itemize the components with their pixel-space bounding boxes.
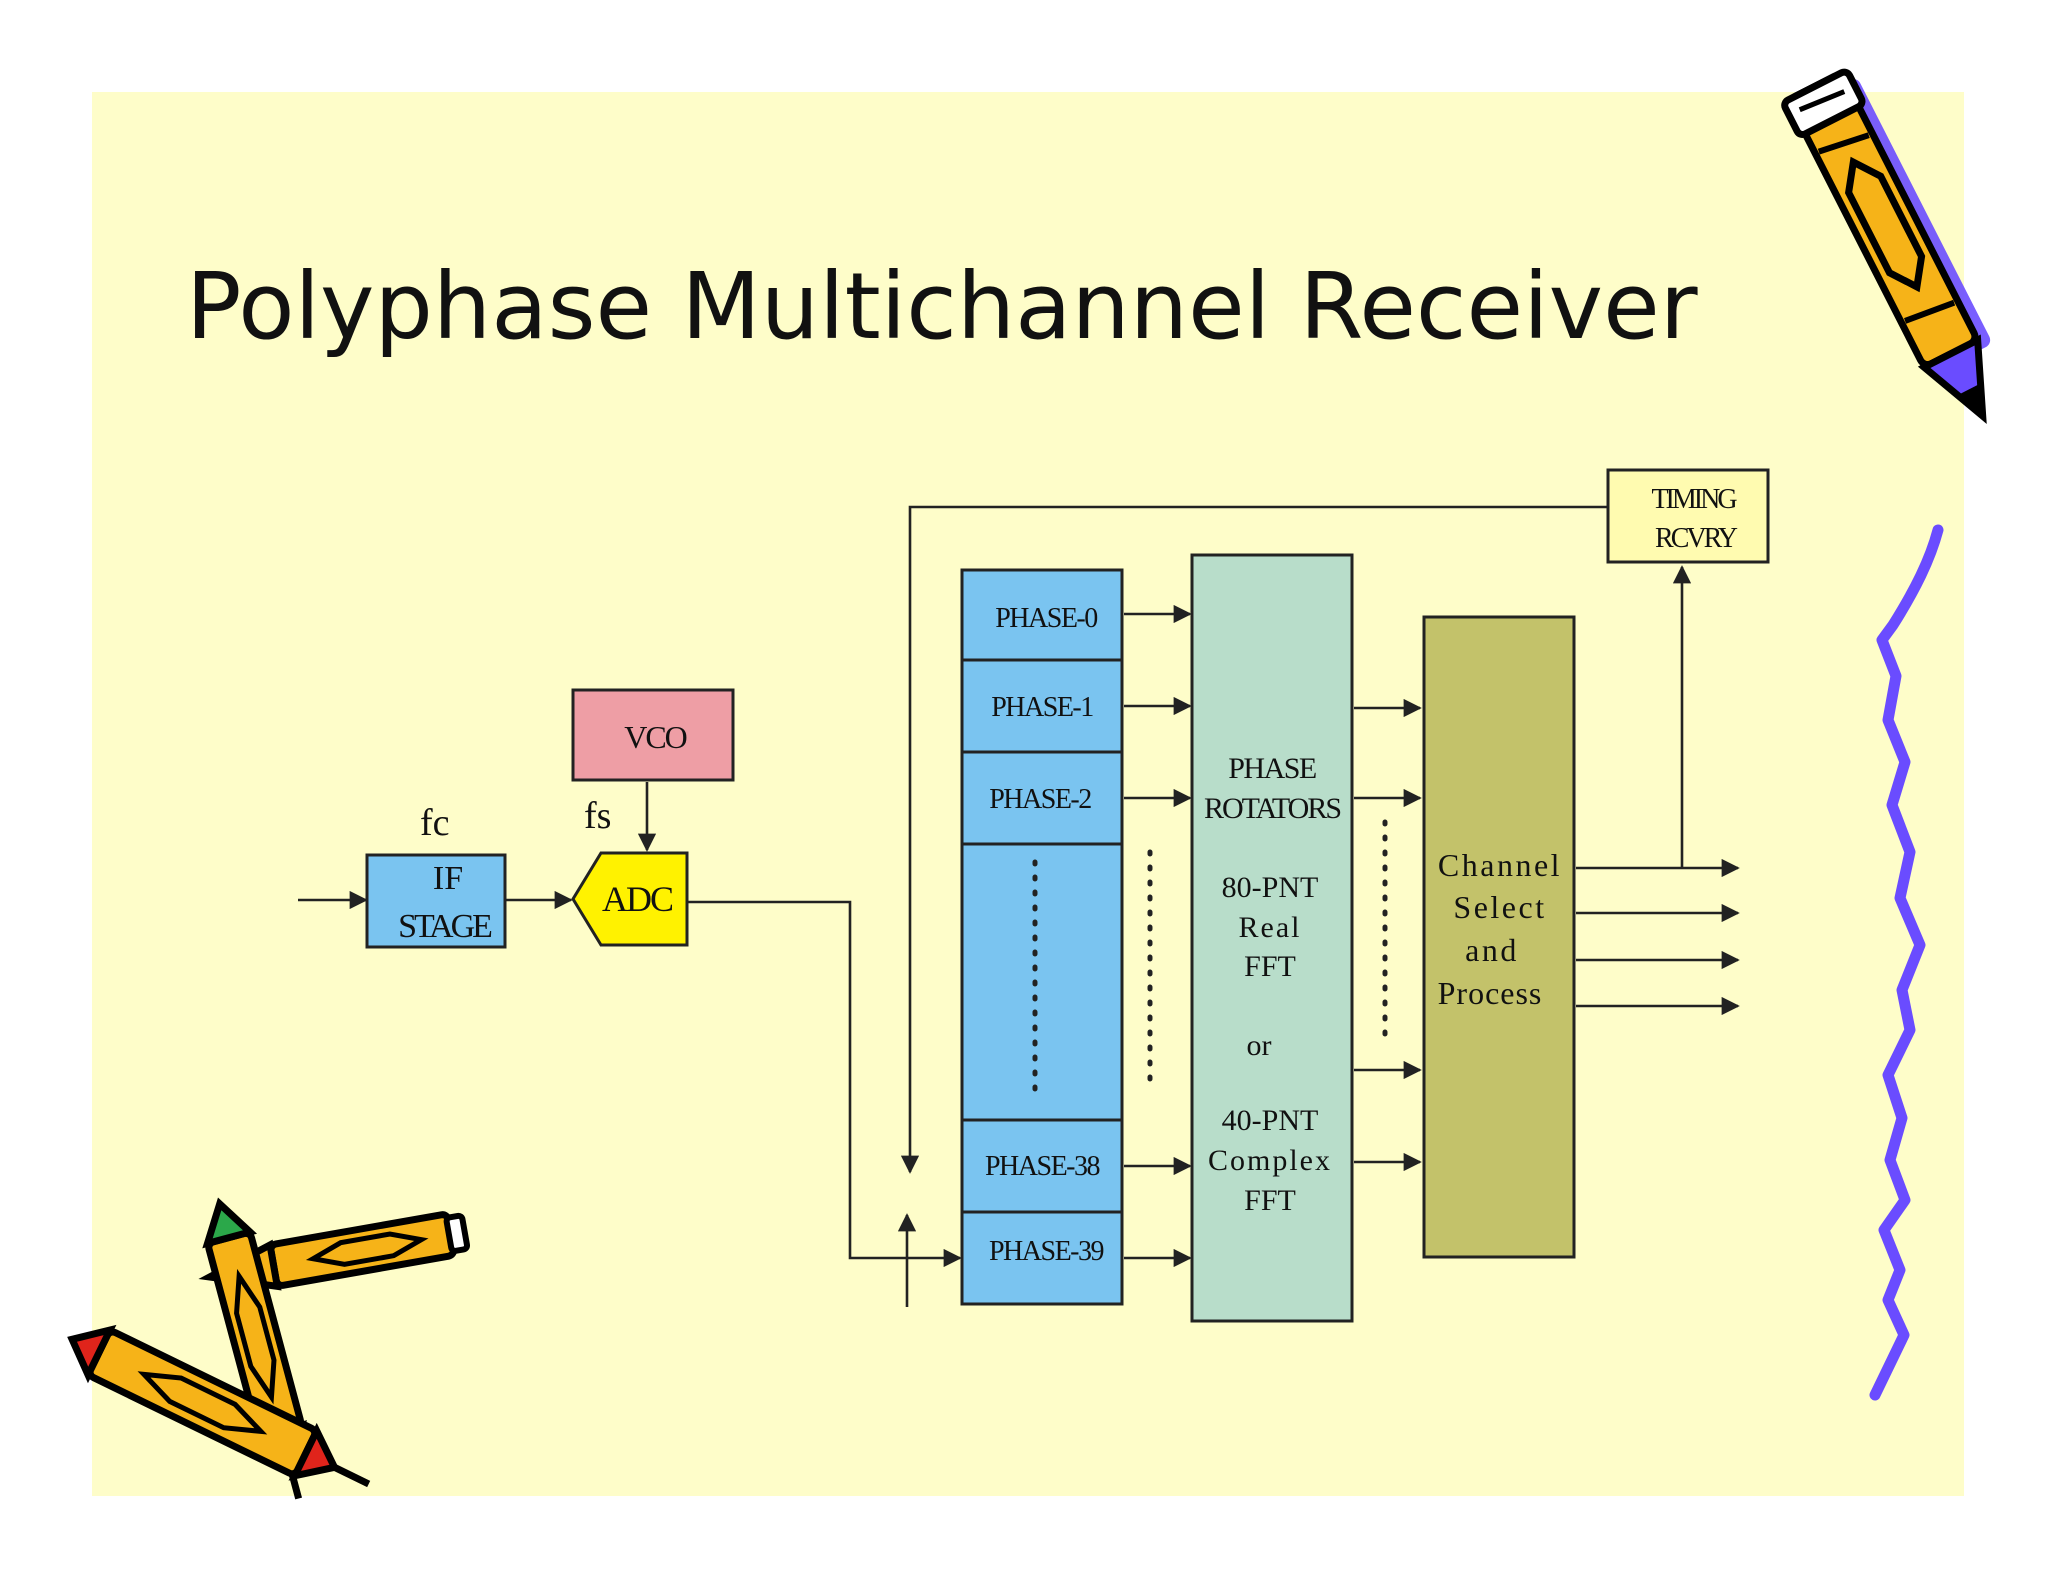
phase-1-label: PHASE-1: [991, 692, 1093, 723]
channel-select-line-4: Process: [1438, 975, 1543, 1011]
adc-block: ADC: [571, 851, 689, 947]
phase-38-label: PHASE-38: [985, 1151, 1100, 1182]
channel-select-block: Channel Select and Process: [1422, 615, 1576, 1259]
phase-39-label: PHASE-39: [989, 1236, 1104, 1267]
rotators-line-7: 40-PNT: [1222, 1104, 1319, 1137]
if-stage-line-1: IF: [433, 860, 463, 897]
timing-line-2: RCVRY: [1655, 523, 1738, 554]
timing-line-1: TIMING: [1651, 484, 1737, 515]
if-stage-block: IF STAGE: [365, 853, 507, 949]
channel-select-line-3: and: [1465, 932, 1519, 968]
timing-recovery-block: TIMING RCVRY: [1606, 468, 1770, 564]
page-title: Polyphase Multichannel Receiver: [186, 253, 1698, 360]
vco-block: VCO: [571, 688, 735, 782]
adc-to-phase-bank-wire: [687, 900, 962, 1268]
rotators-line-5: FFT: [1244, 950, 1296, 983]
if-stage-line-2: STAGE: [398, 908, 492, 945]
crossed-crayons-icon: [67, 1197, 471, 1500]
rotators-line-4: Real: [1239, 911, 1302, 944]
channel-select-line-1: Channel: [1438, 847, 1562, 883]
rotators-line-6: or: [1247, 1029, 1272, 1062]
pencil-icon: [1781, 68, 1991, 424]
rotators-line-9: FFT: [1244, 1184, 1296, 1217]
phase-filter-bank: PHASE-0 PHASE-1 PHASE-2 PHASE-38 PHASE-3…: [960, 568, 1124, 1306]
channel-select-line-2: Select: [1453, 889, 1546, 925]
rotators-line-1: PHASE: [1228, 752, 1316, 785]
vco-label: VCO: [624, 719, 686, 755]
phase-2-label: PHASE-2: [989, 784, 1091, 815]
adc-label: ADC: [602, 879, 673, 919]
phase-0-label: PHASE-0: [995, 603, 1097, 634]
fc-label: fc: [420, 802, 450, 844]
squiggle-line: [1869, 524, 1944, 1401]
rotators-line-2: ROTATORS: [1204, 792, 1340, 825]
phase-rotators-block: PHASE ROTATORS 80-PNT Real FFT or 40-PNT…: [1190, 553, 1354, 1323]
rotators-line-8: Complex: [1208, 1144, 1332, 1177]
fs-label: fs: [584, 795, 611, 837]
timing-feedback-wire: [900, 505, 1612, 1174]
rotators-line-3: 80-PNT: [1222, 871, 1319, 904]
